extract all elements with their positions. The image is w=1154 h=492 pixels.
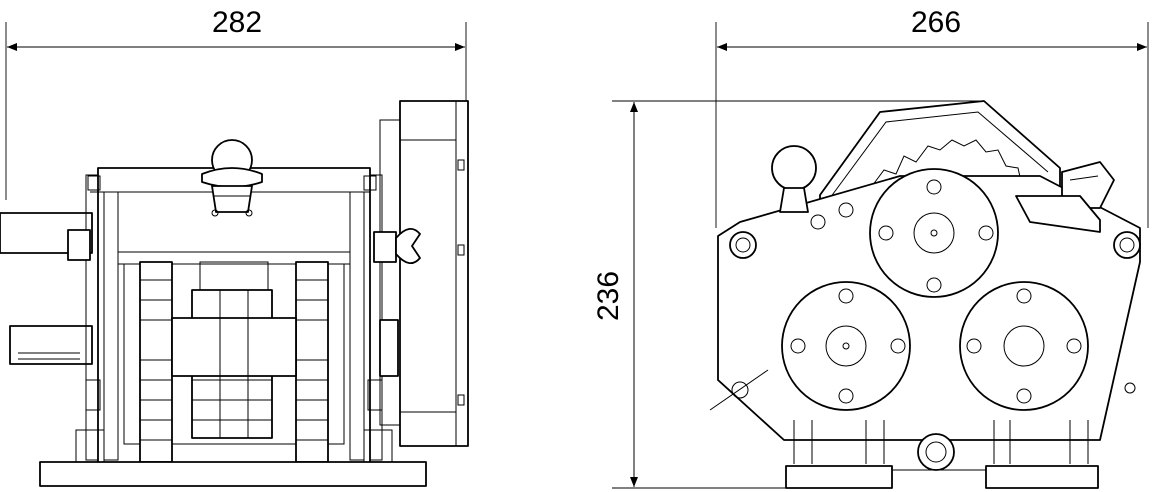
side-height-label: 236 [592, 271, 625, 321]
front-width-label: 282 [212, 6, 262, 39]
gear-stack-left [139, 261, 173, 463]
side-width-dimension: 266 [715, 6, 1149, 228]
side-width-label: 266 [911, 6, 961, 39]
gear-stack-right [295, 261, 329, 463]
lower-left-wheel [781, 281, 911, 411]
side-view [709, 100, 1141, 489]
front-width-dimension: 282 [5, 6, 467, 200]
side-height-dimension: 236 [592, 100, 984, 489]
front-view [0, 100, 469, 487]
top-wheel [869, 168, 999, 298]
lower-right-wheel [959, 281, 1089, 411]
